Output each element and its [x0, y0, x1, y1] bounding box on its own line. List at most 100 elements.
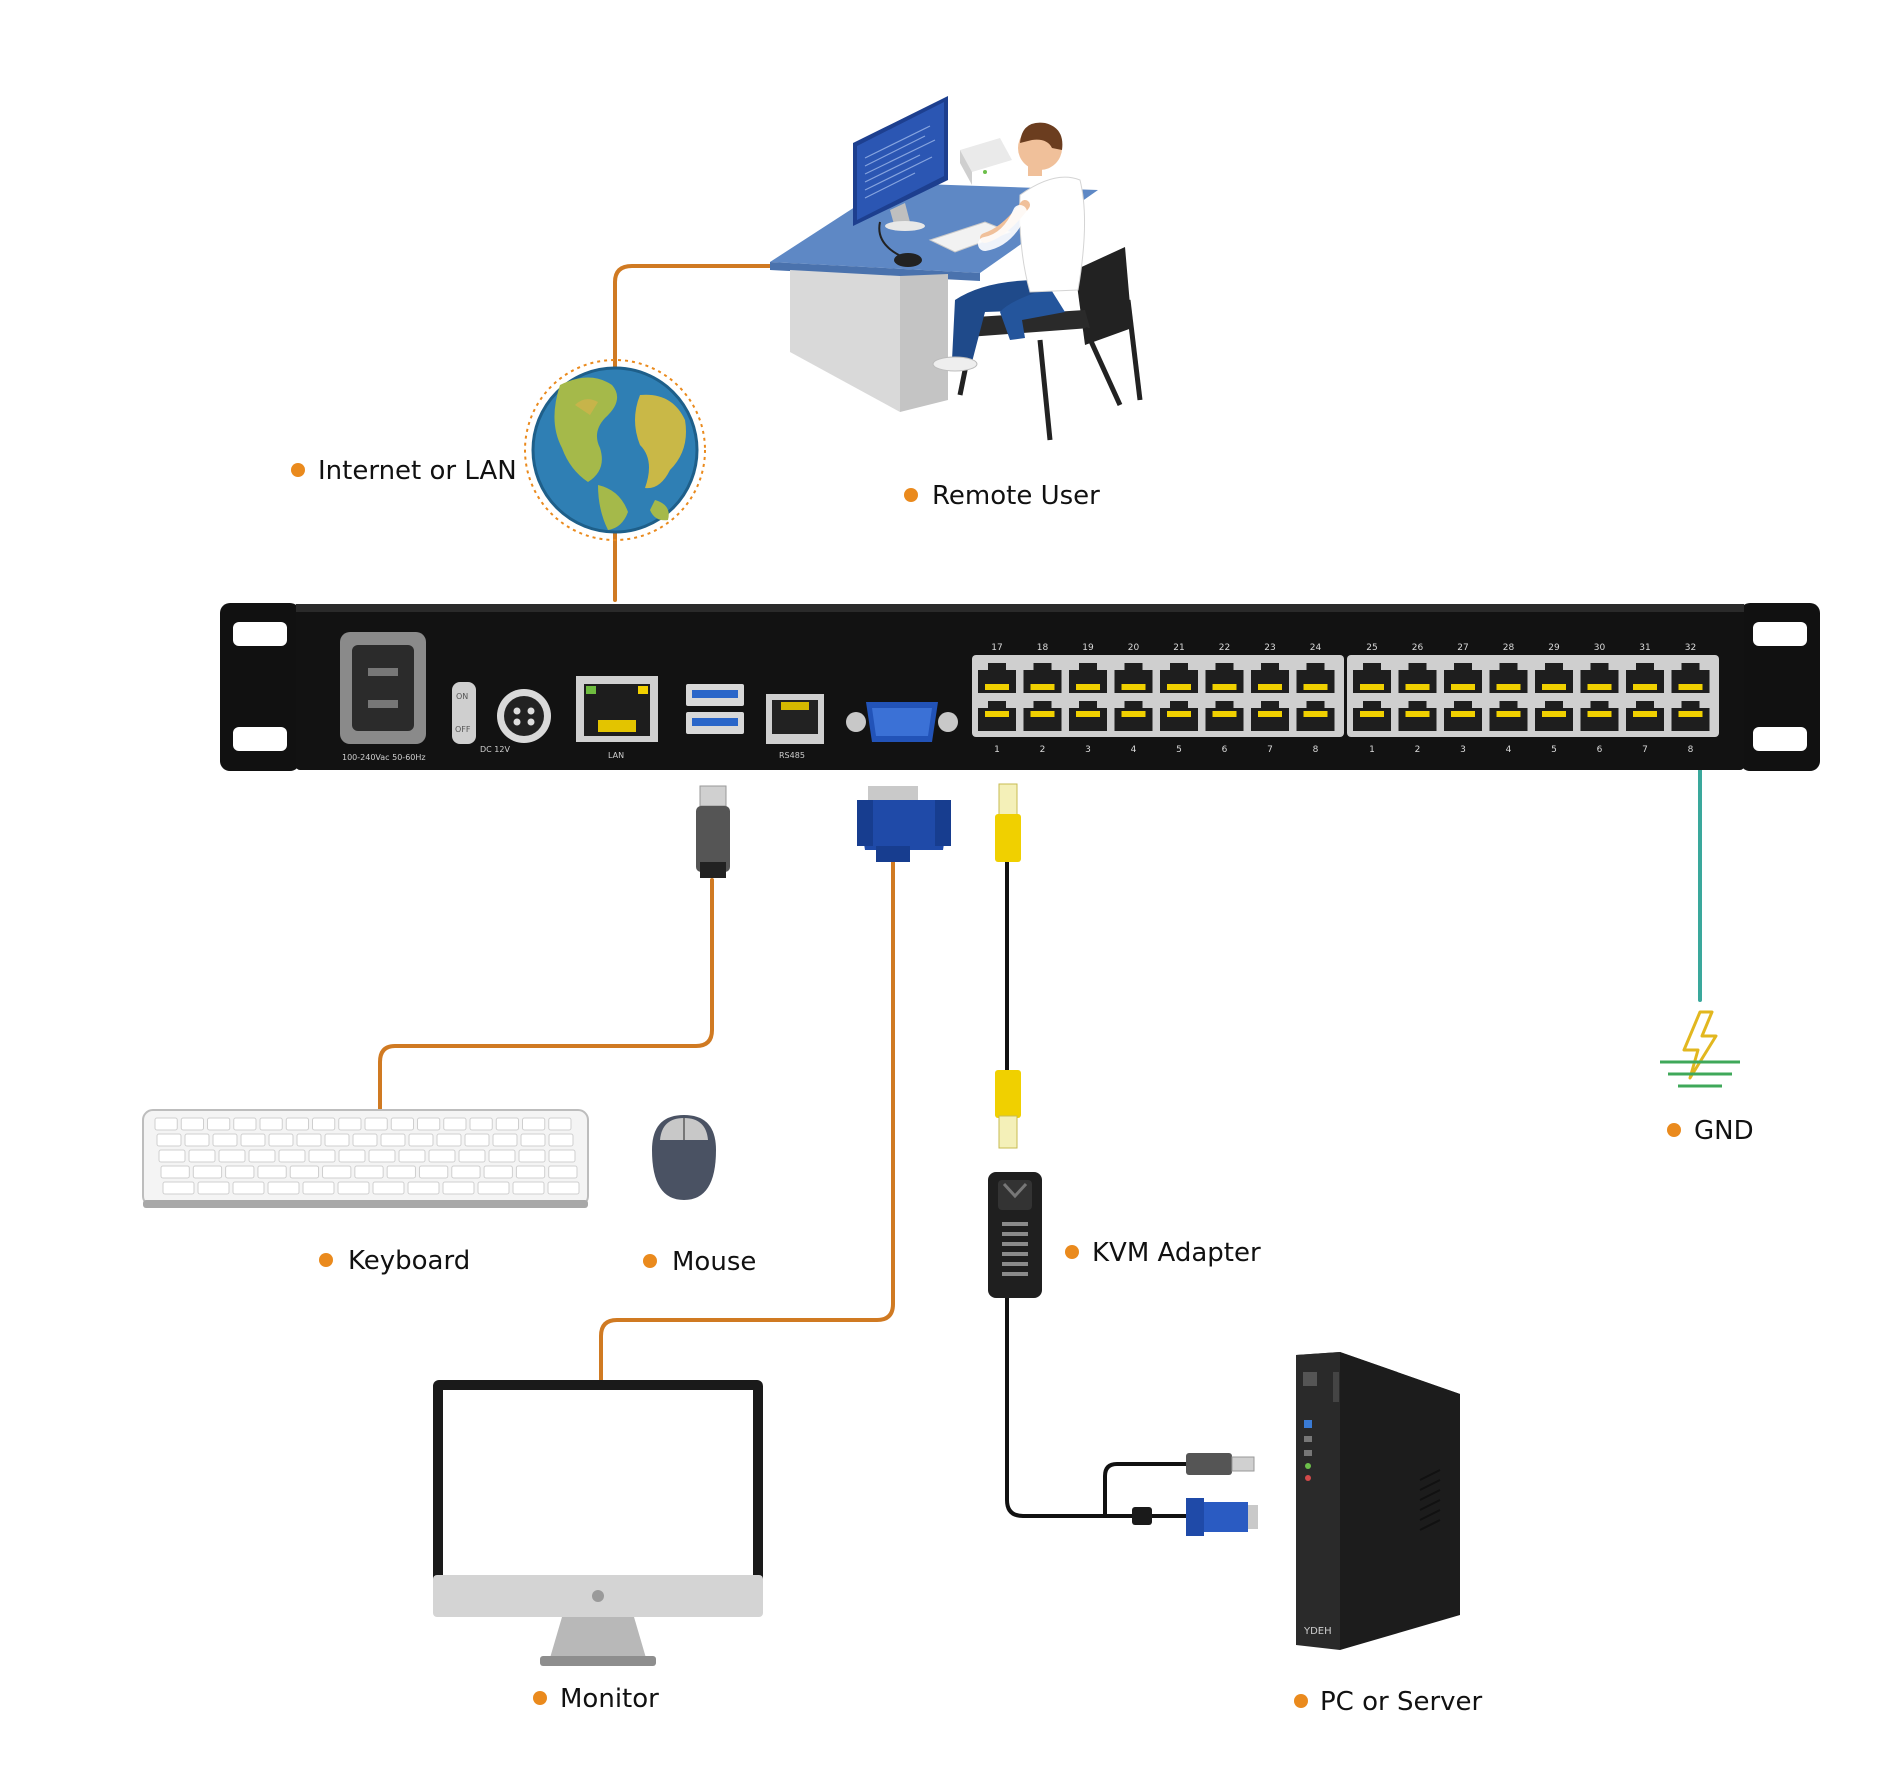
keyboard-key — [418, 1165, 449, 1179]
label-kvm-adapter: KVM Adapter — [1065, 1238, 1261, 1268]
vga-to-monitor-cable — [599, 858, 895, 1382]
keyboard-key — [548, 1149, 576, 1163]
port-number-label: 6 — [1222, 745, 1228, 755]
label-dot — [904, 488, 918, 502]
rj45-port-top[interactable] — [1398, 663, 1437, 693]
rj45-port-top[interactable] — [1535, 663, 1573, 693]
pc-tower-icon: YDEH — [1296, 1352, 1460, 1650]
dc-jack[interactable] — [497, 689, 551, 743]
rj45-port-bottom[interactable] — [1489, 701, 1528, 731]
keyboard-key — [285, 1117, 309, 1131]
port-number-label: 31 — [1639, 643, 1650, 653]
rj45-port-bottom[interactable] — [1296, 701, 1335, 731]
keyboard-key — [417, 1117, 441, 1131]
port-number-label: 8 — [1313, 745, 1319, 755]
rj45-port-top[interactable] — [1023, 663, 1062, 693]
keyboard-key — [407, 1181, 440, 1195]
keyboard-key — [443, 1117, 467, 1131]
keyboard-key — [158, 1149, 186, 1163]
label-dot — [1294, 1694, 1308, 1708]
rj45-port-bottom[interactable] — [1353, 701, 1391, 731]
rj45-port-bottom[interactable] — [1671, 701, 1710, 731]
keyboard-key — [232, 1181, 265, 1195]
switch-on-label: ON — [456, 692, 468, 701]
rj45-port-top[interactable] — [1296, 663, 1335, 693]
rj45-port-bottom[interactable] — [1069, 701, 1107, 731]
keyboard-key — [368, 1149, 396, 1163]
rj45-port-bottom[interactable] — [1580, 701, 1619, 731]
usb-to-keyboard-cable — [378, 878, 714, 1112]
ferrite-bead — [1132, 1507, 1152, 1525]
keyboard-key — [398, 1149, 426, 1163]
port-number-label: 6 — [1597, 745, 1603, 755]
port-number-label: 17 — [991, 643, 1002, 653]
rj45-port-top[interactable] — [1069, 663, 1107, 693]
vga-port[interactable] — [846, 702, 958, 742]
port-number-label: 28 — [1503, 643, 1515, 653]
rj45-port-bottom[interactable] — [1205, 701, 1244, 731]
pc-vga-connector — [1186, 1498, 1258, 1536]
rj45-port-bottom[interactable] — [1535, 701, 1573, 731]
power-switch[interactable]: ON OFF — [452, 682, 476, 744]
keyboard-key — [207, 1117, 231, 1131]
rj45-port-top[interactable] — [1114, 663, 1153, 693]
globe-icon — [524, 359, 706, 541]
rj45-port-bottom[interactable] — [1023, 701, 1062, 731]
rj45-port-bottom[interactable] — [1626, 701, 1664, 731]
rj45-port-top[interactable] — [1353, 663, 1391, 693]
rj45-port-top[interactable] — [1205, 663, 1244, 693]
keyboard-key — [212, 1133, 238, 1147]
rj45-port-top[interactable] — [978, 663, 1016, 693]
keyboard-key — [495, 1117, 519, 1131]
rj45-port-top[interactable] — [1489, 663, 1528, 693]
port-number-label: 8 — [1688, 745, 1694, 755]
rj45-port-bottom[interactable] — [1398, 701, 1437, 731]
usb-ports[interactable] — [686, 684, 744, 734]
keyboard-key — [380, 1133, 406, 1147]
keyboard-key — [386, 1165, 416, 1179]
rj45-port-top[interactable] — [1251, 663, 1289, 693]
keyboard-key — [154, 1117, 178, 1131]
port-number-label: 2 — [1415, 745, 1421, 755]
label-pc-server-text: PC or Server — [1320, 1687, 1483, 1717]
label-internet-text: Internet or LAN — [318, 456, 517, 486]
keyboard-key — [160, 1165, 190, 1179]
rj45-port-top[interactable] — [1580, 663, 1619, 693]
rj45-port-bottom[interactable] — [1114, 701, 1153, 731]
lan-port[interactable] — [576, 676, 658, 742]
keyboard-key — [436, 1133, 462, 1147]
label-dot — [291, 463, 305, 477]
port-number-label: 19 — [1082, 643, 1094, 653]
rj45-port-bottom[interactable] — [1251, 701, 1289, 731]
keyboard-key — [180, 1117, 204, 1131]
keyboard-key — [469, 1117, 493, 1131]
rj45-port-top[interactable] — [1160, 663, 1198, 693]
port-number-label: 26 — [1412, 643, 1424, 653]
rs485-port[interactable] — [766, 694, 824, 744]
keyboard-key — [268, 1133, 294, 1147]
rj45-port-top[interactable] — [1444, 663, 1482, 693]
label-monitor: Monitor — [533, 1684, 659, 1714]
keyboard-key — [512, 1181, 545, 1195]
rj45-port-top[interactable] — [1626, 663, 1664, 693]
rj45-port-bottom[interactable] — [978, 701, 1016, 731]
rj45-port-bottom[interactable] — [1160, 701, 1198, 731]
rj45-port-top[interactable] — [1671, 663, 1710, 693]
port-number-label: 3 — [1085, 745, 1091, 755]
keyboard-key — [308, 1149, 336, 1163]
rj45-plug-top — [995, 783, 1021, 862]
kvm-adapter-icon — [988, 1172, 1042, 1298]
keyboard-key — [267, 1181, 300, 1195]
port-number-label: 2 — [1040, 745, 1046, 755]
port-number-label: 20 — [1128, 643, 1140, 653]
keyboard-key — [302, 1181, 335, 1195]
port-number-label: 4 — [1131, 745, 1137, 755]
rj45-port-bottom[interactable] — [1444, 701, 1482, 731]
power-inlet[interactable] — [340, 632, 426, 744]
keyboard-key — [442, 1181, 475, 1195]
keyboard-key — [192, 1165, 223, 1179]
port-number-label: 1 — [994, 745, 1000, 755]
label-keyboard-text: Keyboard — [348, 1246, 470, 1276]
rj45-port-grid[interactable] — [978, 663, 1710, 731]
